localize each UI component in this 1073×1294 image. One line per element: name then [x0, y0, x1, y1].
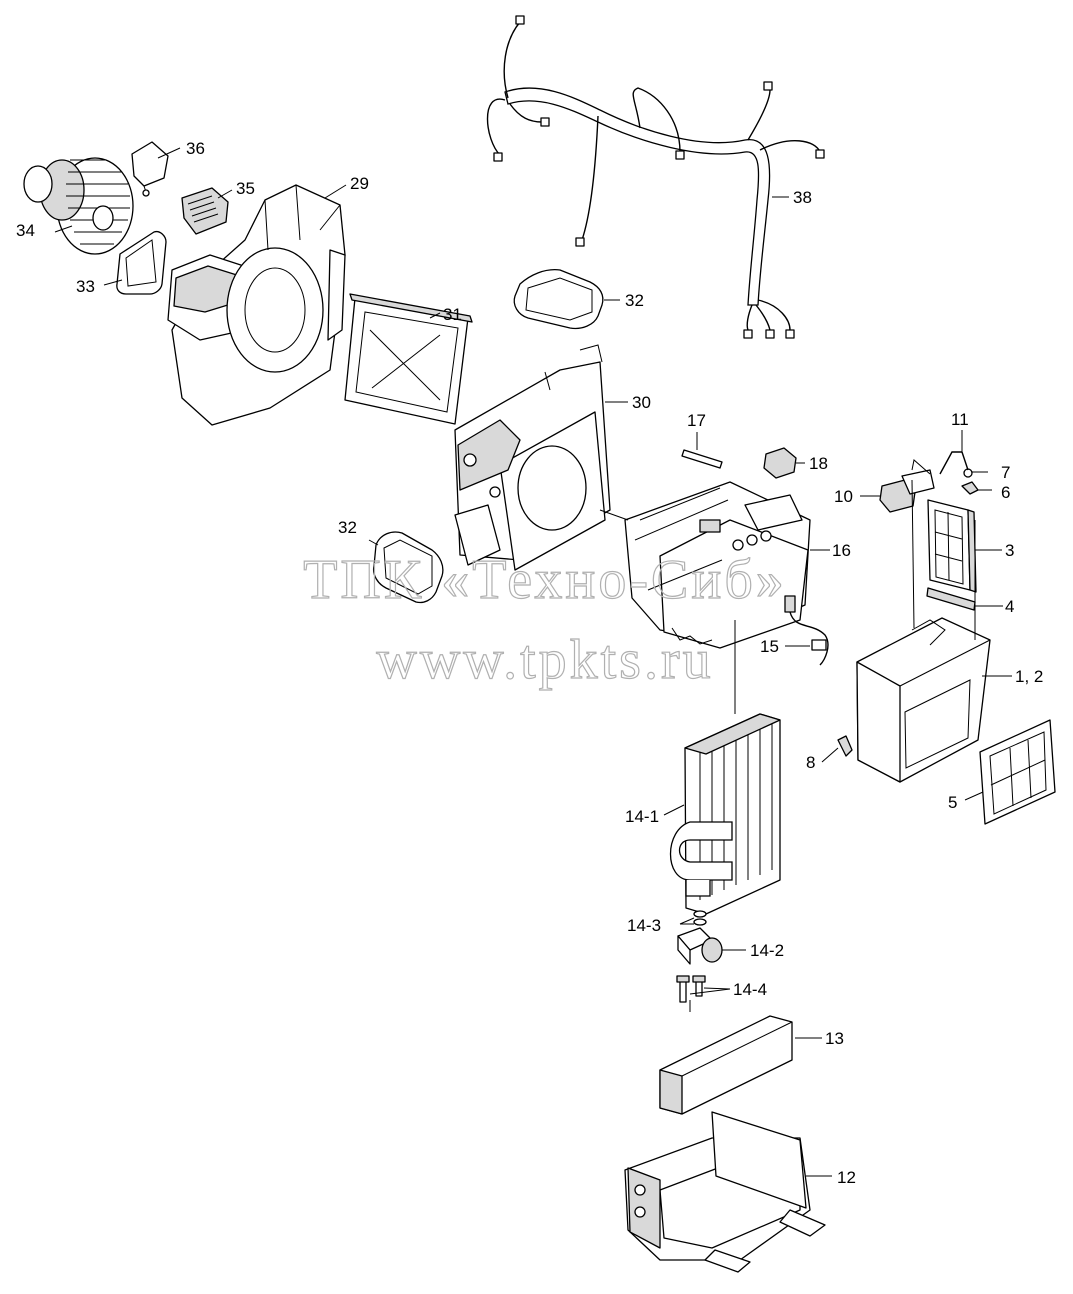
- o-rings-14-3: [679, 910, 707, 926]
- sensor-15: [784, 595, 829, 666]
- lower-case-1-2: [856, 479, 1012, 783]
- actuator-36: [131, 141, 181, 197]
- seal-strip-4: [926, 587, 1003, 611]
- callout-11: 11: [951, 410, 969, 429]
- clip-17: [681, 432, 723, 469]
- watermark-url: www.tpkts.ru: [376, 629, 713, 691]
- callout-6: 6: [1001, 483, 1010, 502]
- clip-8: [821, 735, 853, 763]
- callout-32-top: 32: [625, 291, 644, 310]
- callout-35: 35: [236, 179, 255, 198]
- evaporator-case-16: [599, 481, 830, 649]
- lower-housing-12: [624, 1000, 832, 1273]
- callout-30: 30: [632, 393, 651, 412]
- callout-12: 12: [837, 1168, 856, 1187]
- drain-pan-13: [659, 1015, 822, 1115]
- callout-31: 31: [443, 305, 462, 324]
- callout-1-2: 1, 2: [1015, 667, 1043, 686]
- callout-32-lower: 32: [338, 518, 357, 537]
- callout-7: 7: [1001, 463, 1010, 482]
- door-3: [927, 499, 1002, 593]
- callout-36: 36: [186, 139, 205, 158]
- callout-33: 33: [76, 277, 95, 296]
- callout-8: 8: [806, 753, 815, 772]
- resistor-35: [181, 187, 233, 235]
- callout-29: 29: [350, 174, 369, 193]
- cabin-filter-5: [964, 719, 1056, 825]
- callout-3: 3: [1005, 541, 1014, 560]
- callout-34: 34: [16, 221, 35, 240]
- blower-housing-29: [167, 184, 347, 426]
- callout-38: 38: [793, 188, 812, 207]
- watermark-company: ТПК «Техно-Сиб»: [303, 549, 787, 611]
- callout-10: 10: [834, 487, 853, 506]
- callout-14-3: 14-3: [627, 916, 661, 935]
- callout-5: 5: [948, 793, 957, 812]
- callout-13: 13: [825, 1029, 844, 1048]
- intake-case-30: [454, 344, 628, 571]
- gasket-33: [103, 230, 167, 295]
- callout-16: 16: [832, 541, 851, 560]
- evaporator-core-14-1: [663, 620, 781, 915]
- gasket-32-top: [513, 269, 620, 330]
- filter-frame-31: [344, 293, 473, 425]
- bolts-14-4: [676, 975, 731, 1003]
- callout-18: 18: [809, 454, 828, 473]
- callout-4: 4: [1005, 597, 1014, 616]
- lever-6: [961, 481, 992, 495]
- expansion-valve-14-2: [677, 927, 746, 965]
- callout-14-1: 14-1: [625, 807, 659, 826]
- callout-14-2: 14-2: [750, 941, 784, 960]
- callout-15: 15: [760, 637, 779, 656]
- relay-18: [763, 447, 805, 479]
- servo-assembly-10: [860, 459, 935, 513]
- wiring-harness-38: [486, 15, 825, 339]
- callout-14-4: 14-4: [733, 980, 767, 999]
- gasket-32-lower: [368, 531, 444, 604]
- rod-11: [939, 430, 963, 475]
- callout-17: 17: [687, 411, 706, 430]
- blower-motor-34: [23, 157, 134, 255]
- link-7: [961, 451, 988, 478]
